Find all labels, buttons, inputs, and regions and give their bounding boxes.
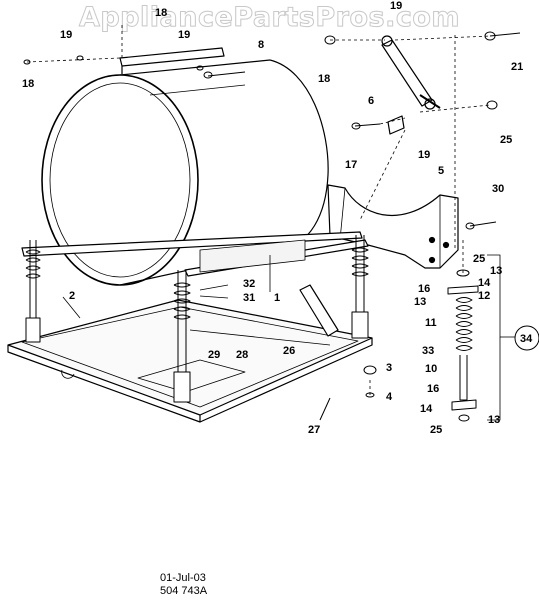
callout-34-circle xyxy=(514,325,539,351)
hardware-drawing xyxy=(23,31,521,421)
footer-code: 504 743A xyxy=(160,585,208,597)
callout-31: 31 xyxy=(243,292,255,304)
spring-assemblies-drawing xyxy=(25,235,479,422)
callout-4: 4 xyxy=(386,391,393,403)
callout-18-left: 18 xyxy=(22,78,34,90)
callout-6: 6 xyxy=(368,95,374,107)
callout-17: 17 xyxy=(345,159,357,171)
shock-absorber-drawing xyxy=(381,35,441,135)
callout-19-top-right: 19 xyxy=(390,0,402,12)
callout-3: 3 xyxy=(386,362,392,374)
callout-25-right: 25 xyxy=(500,134,512,146)
callout-leaders-drawing xyxy=(62,254,515,421)
callout-11: 11 xyxy=(425,317,437,329)
callout-25-spring-bottom: 25 xyxy=(430,424,442,436)
callout-26: 26 xyxy=(283,345,295,357)
callout-16-spring-top: 16 xyxy=(418,283,430,295)
callout-5: 5 xyxy=(438,165,444,177)
callout-14-spring-top: 14 xyxy=(478,277,491,289)
callout-14-spring-bottom: 14 xyxy=(420,403,433,415)
callout-13-spring-mid: 13 xyxy=(414,296,426,308)
callout-12: 12 xyxy=(478,290,490,302)
callout-19-top-left: 19 xyxy=(60,29,72,41)
damper-strut-drawing xyxy=(299,284,339,337)
callout-34: 34 xyxy=(520,333,533,345)
cradle-support-drawing xyxy=(327,184,459,269)
callout-27: 27 xyxy=(308,424,320,436)
callout-33: 33 xyxy=(422,345,434,357)
callout-2: 2 xyxy=(69,290,75,302)
top-bracket-drawing xyxy=(119,47,225,74)
callout-13-spring-top: 13 xyxy=(490,265,502,277)
callout-13-spring-bottom: 13 xyxy=(488,414,500,426)
base-frame-drawing xyxy=(7,299,373,423)
callout-10: 10 xyxy=(425,363,437,375)
callout-18-right: 18 xyxy=(318,73,330,85)
cross-rails-drawing xyxy=(21,231,369,277)
leader-lines-drawing xyxy=(26,25,491,395)
drum-shell-drawing xyxy=(41,59,329,286)
callout-18-top: 18 xyxy=(155,7,167,19)
callout-28: 28 xyxy=(236,349,248,361)
callout-25-spring-top: 25 xyxy=(473,253,485,265)
footer-date: 01-Jul-03 xyxy=(160,572,206,584)
watermark-text: AppliancePartsPros.com xyxy=(78,2,461,34)
callout-1: 1 xyxy=(274,292,280,304)
callout-8: 8 xyxy=(258,39,264,51)
callout-29: 29 xyxy=(208,349,220,361)
callout-21: 21 xyxy=(511,61,523,73)
callout-19-top-mid: 19 xyxy=(178,29,190,41)
callout-30: 30 xyxy=(492,183,504,195)
callout-16-spring-bottom: 16 xyxy=(427,383,439,395)
callout-32: 32 xyxy=(243,278,255,290)
callout-19-mid-right: 19 xyxy=(418,149,430,161)
